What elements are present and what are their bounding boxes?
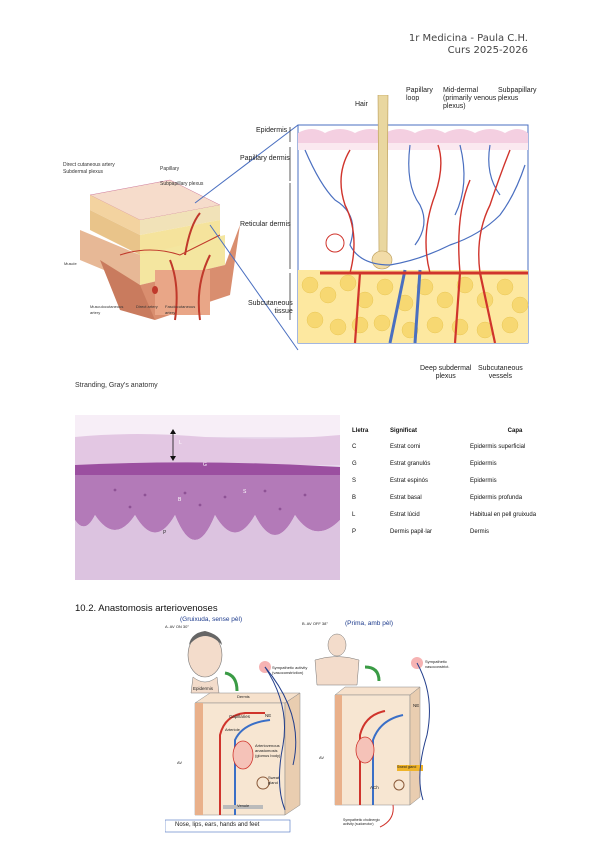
letter-S: S [243,489,247,495]
right-skin-block [334,686,423,806]
subcutaneous-label: Subcutaneous tissue [248,300,293,315]
svg-text:Fasciocutaneous: Fasciocutaneous [165,304,195,309]
header-line1: 1r Medicina - Paula C.H. [408,33,528,44]
subcutaneous-vessels-label: Subcutaneous vessels [478,365,523,380]
ava-label: Arteriovenous anastomosis (glomus body) [255,743,281,758]
layers-table: Lletra Significat Capa C Estrat corni Ep… [352,428,566,546]
skin-vasculature-drawing: Direct cutaneous artery Subdermal plexus… [63,94,529,351]
left-panel-title: (Gruixuda, sense pèl) [180,616,243,623]
table-header-row: Lletra Significat Capa [352,428,566,444]
svg-text:Subdermal plexus: Subdermal plexus [63,169,104,175]
svg-text:artery: artery [90,310,100,315]
av-anastomosis-figure: (Gruixuda, sense pèl) A. AV ON 30° (Prim… [164,615,450,835]
reticular-dermis-label: Reticular dermis [240,221,291,228]
table-row: P Dermis papil·lar Dermis [352,529,566,546]
av-label-right: AV [319,755,325,760]
muscle-label: Muscle [64,261,77,266]
cell: Estrat basal [390,495,422,501]
ach-label: ACh [370,785,379,790]
svg-text:Direct artery: Direct artery [136,304,158,309]
cell: Epidermis profunda [470,495,523,501]
sweat-gland-label: Sweat gland [268,775,280,785]
col-header: Lletra [352,428,369,434]
cell: Estrat corni [390,444,421,450]
page-header: 1r Medicina - Paula C.H. Curs 2025-2026 [409,33,528,57]
sympathetic-activity-label: Sympathetic activity (vasoconstriction) [272,665,308,675]
svg-text:Papillary: Papillary [160,166,180,172]
letter-G: G [203,462,207,468]
dermis-label: Dermis [237,694,250,699]
svg-text:Subpapillary plexus: Subpapillary plexus [160,181,204,187]
left-skin-block [194,692,301,816]
papillary-dermis-label: Papillary dermis [240,155,290,162]
arteriole-label: Arteriole [225,727,240,732]
header-line2: Curs 2025-2026 [447,45,528,56]
cell: Dermis papil·lar [390,529,433,535]
cell: Dermis [470,529,489,535]
skin-vasculature-figure: Direct cutaneous artery Subdermal plexus… [60,87,537,385]
epidermis-label-2: Epidermis [193,686,214,691]
ne-label: NE [265,713,272,718]
av-label-left: AV [177,760,183,765]
cell: P [352,529,357,535]
sympathetic-cholinergic-label: Sympathetic cholinergic activity (sudomo… [343,818,380,826]
histology-image: L G S B P [75,415,340,580]
cell: Habitual en pell gruixuda [470,512,537,518]
table-row: C Estrat corni Epidermis superficial [352,444,566,461]
right-panel-sub: B. AV OFF 38° [302,621,328,626]
subpapillary-label: Subpapillary plexus [498,87,537,102]
cell: L [352,512,356,518]
cell: Estrat granulós [390,461,431,467]
svg-text:Musculocutaneous: Musculocutaneous [90,304,123,309]
deep-subdermal-label: Deep subdermal plexus [420,365,472,380]
col-header: Significat [390,428,418,434]
cell: C [352,444,357,450]
face-drawing [187,631,223,694]
cell: B [352,495,357,501]
skin-cross-section [297,94,529,344]
mid-dermal-label: Mid-dermal (primarily venous plexus) [443,87,497,110]
right-panel-title: (Prima, amb pèl) [345,620,394,627]
venule-label: Venule [237,803,250,808]
svg-text:Direct cutaneous artery: Direct cutaneous artery [63,162,115,168]
col-header: Capa [507,428,523,434]
left-panel-sub: A. AV ON 30° [165,624,189,629]
sympathetic-vasoconstrict-label: Sympathetic vasoconstrict. [425,659,450,669]
table-row: L Estrat lúcid Habitual en pell gruixuda [352,512,566,529]
cell: G [352,461,357,467]
sweat-gland-label-2: Sweat gland [397,765,417,769]
figure-caption: Stranding, Gray's anatomy [75,382,158,389]
section-title: 10.2. Anastomosis arteriovenoses [75,603,218,614]
table-row: G Estrat granulós Epidermis [352,461,566,478]
hair-label: Hair [355,101,368,108]
bottom-caption: Nose, lips, ears, hands and feet [175,822,260,828]
torso-drawing [314,633,360,686]
table-row: B Estrat basal Epidermis profunda [352,495,566,512]
table-row: S Estrat espinós Epidermis [352,478,566,495]
skin-block-diagram [80,179,240,321]
papillary-loop-label: Papillary loop [406,87,433,102]
cell: S [352,478,357,484]
epidermis-label: Epidermis [256,127,288,134]
cell: Epidermis [470,461,497,467]
cell: Epidermis [470,478,497,484]
cell: Estrat espinós [390,478,429,484]
letter-P: P [163,530,167,536]
capillaries-label: Capillaries [229,714,251,719]
letter-B: B [178,497,182,503]
cell: Estrat lúcid [390,512,420,518]
letter-L: L [179,440,182,446]
ne-label-right: NE [413,703,420,708]
cell: Epidermis superficial [470,444,526,450]
svg-text:artery: artery [165,310,175,315]
